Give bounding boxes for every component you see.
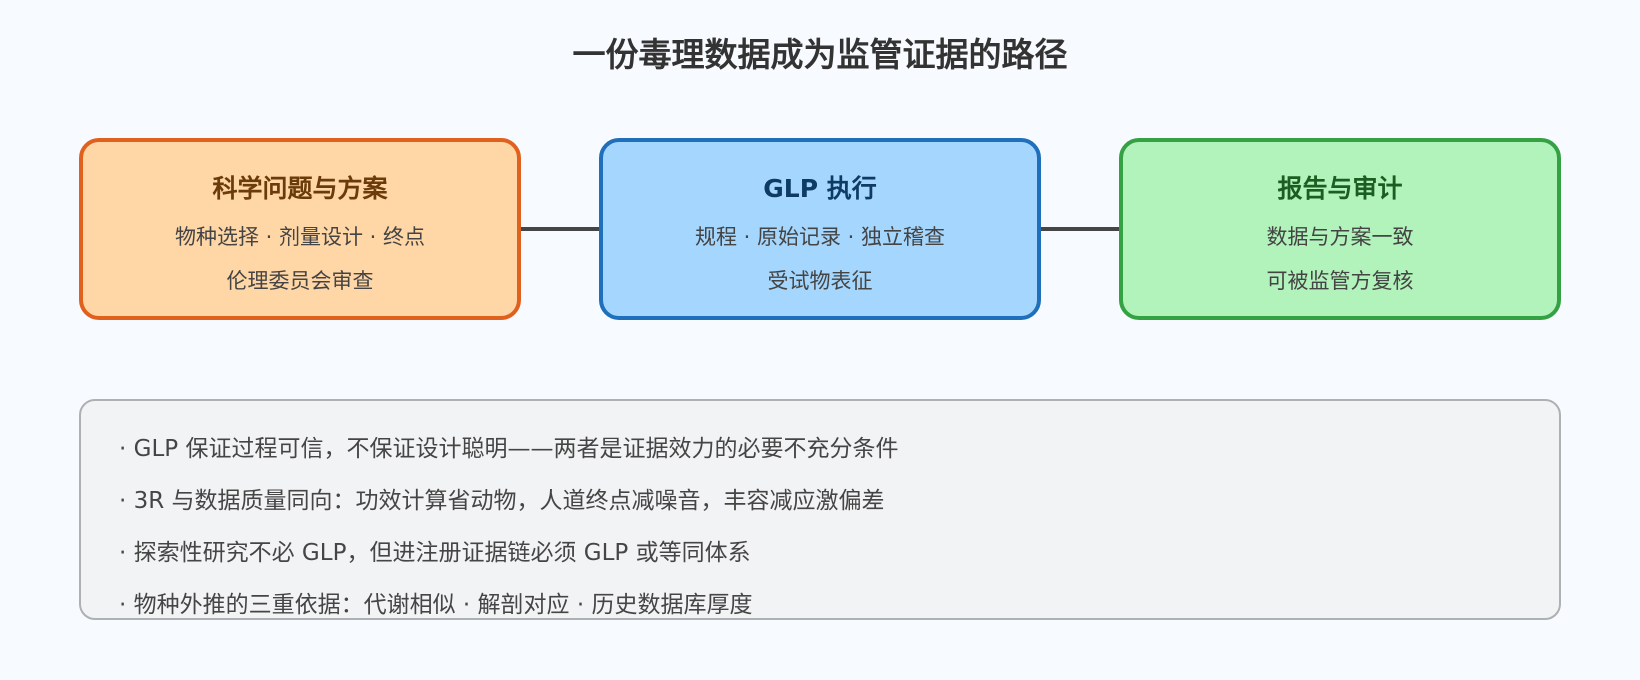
step-detail: 可被监管方复核 [1266,269,1414,293]
notes-panel: · GLP 保证过程可信，不保证设计聪明——两者是证据效力的必要不充分条件 · … [79,399,1561,620]
note-item: · 3R 与数据质量同向：功效计算省动物，人道终点减噪音，丰容减应激偏差 [119,488,885,514]
step-box-glp: GLP 执行 规程 · 原始记录 · 独立稽查 受试物表征 [599,138,1041,320]
step-detail: 物种选择 · 剂量设计 · 终点 [174,225,426,249]
note-item: · GLP 保证过程可信，不保证设计聪明——两者是证据效力的必要不充分条件 [119,436,899,462]
step-title: 报告与审计 [1277,174,1403,203]
step-detail: 受试物表征 [767,269,873,293]
note-item: · 探索性研究不必 GLP，但进注册证据链必须 GLP 或等同体系 [119,540,751,566]
step-detail: 伦理委员会审查 [226,269,374,293]
step-title: GLP 执行 [763,174,877,203]
connector-2-3 [1041,227,1120,231]
step-detail: 规程 · 原始记录 · 独立稽查 [694,225,946,249]
diagram-title: 一份毒理数据成为监管证据的路径 [572,35,1068,74]
step-box-protocol: 科学问题与方案 物种选择 · 剂量设计 · 终点 伦理委员会审查 [79,138,521,320]
connector-1-2 [521,227,600,231]
step-title: 科学问题与方案 [212,174,388,203]
step-box-report: 报告与审计 数据与方案一致 可被监管方复核 [1119,138,1561,320]
note-item: · 物种外推的三重依据：代谢相似 · 解剖对应 · 历史数据库厚度 [119,592,753,618]
step-detail: 数据与方案一致 [1266,225,1414,249]
